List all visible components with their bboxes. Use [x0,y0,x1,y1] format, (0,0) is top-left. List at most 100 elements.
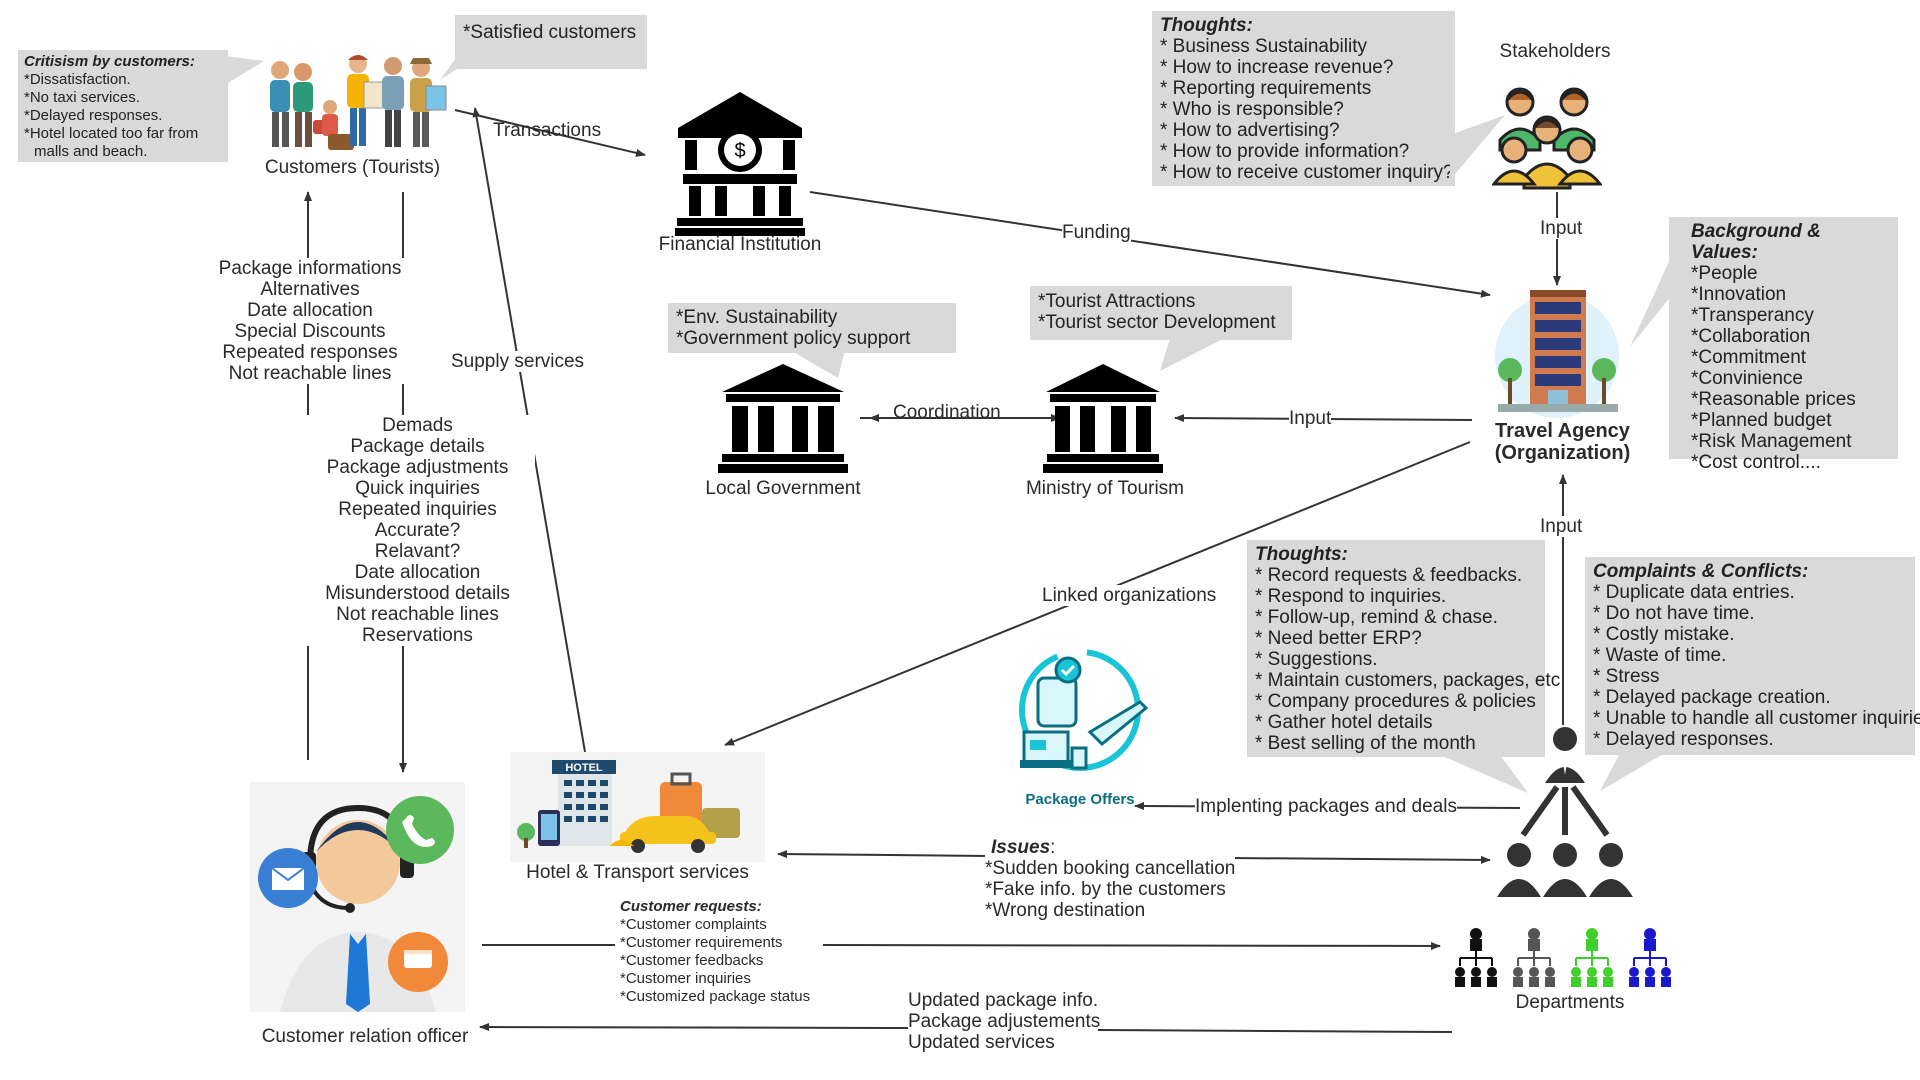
local-gov-notes-bubble: *Env. Sustainability *Government policy … [668,303,956,353]
stakeholder-thoughts-header: Thoughts: [1160,15,1253,36]
demand-item: Date allocation [354,562,481,583]
local-government-label: Local Government [705,478,861,499]
agency-label-line1: Travel Agency [1495,420,1630,442]
agency-values-header: Background & Values: [1691,221,1821,263]
complaint-item: * Duplicate data entries. [1593,582,1795,603]
stakeholder-thought: * Reporting requirements [1160,78,1372,99]
customer-request-item: *Customer feedbacks [620,952,764,969]
travel-agency-label: Travel Agency (Organization) [1480,420,1645,464]
demand-item: Package details [350,436,485,457]
customer-requests-block: Customer requests: *Customer complaints … [620,898,810,1006]
local-gov-note: *Env. Sustainability [676,307,838,328]
supply-services-label: Supply services [451,351,585,372]
requests-arrow [822,941,1441,950]
updates-block: Updated package info. Package adjustemen… [908,990,1100,1053]
complaints-header: Complaints & Conflicts: [1593,561,1809,582]
departments-thoughts-bubble: Thoughts: * Record requests & feedbacks.… [1247,540,1561,757]
issue-item: *Wrong destination [985,900,1146,921]
stakeholder-thought: * Who is responsible? [1160,99,1344,120]
hotel-transport-label: Hotel & Transport services [526,862,749,883]
department-thought: * Suggestions. [1255,649,1378,670]
criticism-item: malls and beach. [34,143,148,160]
travel-agency-building-icon [1495,290,1619,418]
update-item: Updated package info. [908,990,1099,1011]
criticism-item: *Hotel located too far from [24,125,199,142]
agency-value: *Risk Management [1691,431,1852,452]
demand-item: Package adjustments [326,457,509,478]
department-thought: * Maintain customers, packages, etc [1255,670,1561,691]
ministry-of-tourism-icon [1043,364,1163,473]
stakeholder-thought: * How to receive customer inquiry? [1160,162,1454,183]
agency-value: *Transperancy [1691,305,1814,326]
local-gov-bubble-tail [790,350,845,378]
department-thought: * Record requests & feedbacks. [1255,565,1523,586]
stakeholder-input-label: Input [1540,218,1583,239]
complaint-item: * Do not have time. [1593,603,1755,624]
criticism-item: *Delayed responses. [24,107,163,124]
dept-chart-1 [1455,928,1497,987]
issues-header: Issues [991,837,1051,858]
departments-thoughts-tail [1440,755,1528,793]
stakeholder-thoughts-bubble: Thoughts: * Business Sustainability * Ho… [1152,11,1455,186]
linked-organizations-label: Linked organizations [1042,585,1217,606]
criticism-bubble-tail [226,56,264,84]
department-thought: * Company procedures & policies [1255,691,1536,712]
updates-line-right [1097,1029,1453,1033]
criticism-header: Critisism by customers: [24,53,195,70]
customer-officer-label: Customer relation officer [261,1026,469,1047]
stakeholder-thought: * How to provide information? [1160,141,1410,162]
complaint-item: * Delayed package creation. [1593,687,1831,708]
hotel-transport-icon: HOTEL [510,752,765,862]
funding-arrow [809,191,1491,298]
hotel-sign-text: HOTEL [565,762,603,774]
stakeholder-thought: * How to increase revenue? [1160,57,1394,78]
update-item: Updated services [908,1032,1055,1053]
ministry-notes-bubble: *Tourist Attractions *Tourist sector Dev… [1030,286,1292,340]
issue-item: *Sudden booking cancellation [985,858,1236,879]
demand-item: Reservations [362,625,473,646]
satisfied-customers-bubble: *Satisfied customers [455,15,647,69]
criticism-item: *Dissatisfaction. [24,71,131,88]
customer-requests-header: Customer requests: [620,898,762,915]
department-thought: * Need better ERP? [1255,628,1422,649]
demand-item: Demads [382,415,453,436]
stakeholder-thought: * Business Sustainability [1160,36,1367,57]
agency-value: *Collaboration [1691,326,1811,347]
department-thought: * Gather hotel details [1255,712,1433,733]
customers-label: Customers (Tourists) [264,157,441,178]
package-offers-icon [1019,649,1149,771]
demand-item: Not reachable lines [336,604,499,625]
funding-label: Funding [1062,222,1131,243]
update-item: Package adjustements [908,1011,1101,1032]
customer-officer-icon [250,782,465,1012]
complaint-item: * Costly mistake. [1593,624,1735,645]
agency-label-line2: (Organization) [1494,442,1631,464]
demand-item: Misunderstood details [325,583,510,604]
stakeholders-icon [1492,87,1602,190]
complaints-bubble-tail [1600,753,1665,791]
department-charts-icon [1455,928,1671,987]
ministry-label: Ministry of Tourism [1025,478,1184,499]
agency-value: *Cost control.... [1691,452,1821,473]
dept-chart-3 [1571,928,1613,987]
local-gov-note: *Government policy support [676,328,911,349]
criticism-item: *No taxi services. [24,89,140,106]
agency-value: *People [1691,263,1758,284]
svg-text:$: $ [734,140,745,162]
demand-item: Relavant? [374,541,461,562]
customer-request-item: *Customer inquiries [620,970,751,987]
implementing-label: Implenting packages and deals [1195,796,1457,817]
department-thought: * Follow-up, remind & chase. [1255,607,1498,628]
complaint-item: * Waste of time. [1593,645,1727,666]
financial-label: Financial Institution [658,234,822,255]
info-item: Not reachable lines [228,363,392,384]
issues-to-departments-arrow [1229,855,1491,864]
stakeholders-label: Stakeholders [1499,41,1611,62]
demand-item: Repeated inquiries [338,499,497,520]
issues-colon: : [1050,837,1056,858]
complaint-item: * Unable to handle all customer inquirie… [1593,708,1920,729]
complaint-item: * Delayed responses. [1593,729,1774,750]
issues-to-hotel-arrow [777,850,991,859]
agency-value: *Commitment [1691,347,1807,368]
department-thought: * Best selling of the month [1255,733,1476,754]
